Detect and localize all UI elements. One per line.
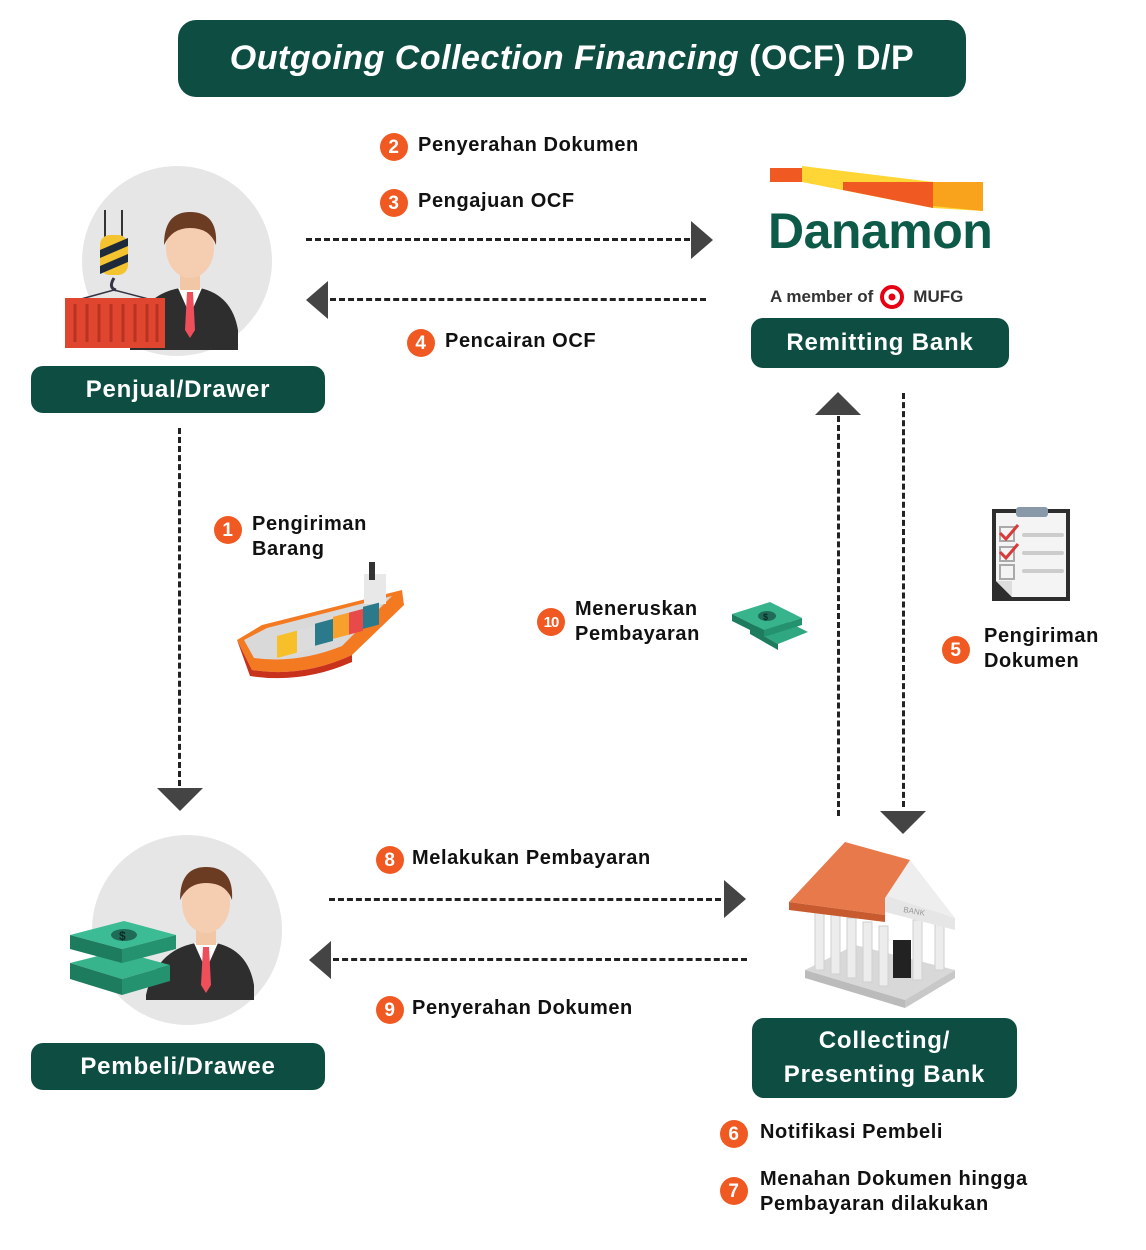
step-10-label-line1: Meneruskan: [575, 598, 698, 620]
step-6: 6 Notifikasi Pembeli: [720, 1120, 943, 1148]
step-1-label-line1: Pengiriman: [252, 513, 367, 535]
step-4: 4 Pencairan OCF: [407, 329, 596, 357]
mufg-logo-icon: [880, 285, 905, 309]
arrow-buyer-to-collecting-line: [329, 898, 721, 901]
step-4-badge: 4: [407, 329, 435, 357]
step-5-label-line2: Dokumen: [984, 650, 1080, 672]
buyer-with-money-icon: $: [70, 867, 254, 1000]
step-8-badge: 8: [376, 846, 404, 874]
title-italic: Outgoing Collection Financing: [229, 39, 740, 77]
arrow-down-head-right: [880, 811, 926, 834]
cargo-ship-icon: [237, 562, 404, 679]
bank-building-icon: BANK: [789, 842, 955, 1008]
step-10-badge: 10: [537, 608, 565, 636]
step-4-label: Pencairan OCF: [445, 330, 597, 352]
step-2-label: Penyerahan Dokumen: [418, 134, 639, 156]
buyer-label: Pembeli/Drawee: [31, 1043, 325, 1090]
step-8: 8 Melakukan Pembayaran: [376, 846, 651, 874]
step-7-label-line2: Pembayaran dilakukan: [760, 1193, 989, 1215]
step-10-label-line2: Pembayaran: [575, 623, 700, 645]
money-stack-icon: $: [732, 602, 808, 650]
step-6-badge: 6: [720, 1120, 748, 1148]
seller-with-container-icon: [65, 210, 238, 350]
member-text: A member of: [770, 287, 874, 306]
arrow-collecting-to-remitting-line: [837, 416, 840, 816]
step-7-badge: 7: [720, 1177, 748, 1205]
step-9-badge: 9: [376, 996, 404, 1024]
arrow-down-head: [157, 788, 203, 811]
step-3-badge: 3: [380, 189, 408, 217]
seller-label: Penjual/Drawer: [31, 366, 325, 413]
arrow-bank-to-seller-line: [330, 298, 706, 301]
checklist-document-icon: [992, 507, 1070, 601]
step-1-badge: 1: [214, 516, 242, 544]
step-9: 9 Penyerahan Dokumen: [376, 996, 633, 1024]
step-7-label-line1: Menahan Dokumen hingga: [760, 1168, 1028, 1190]
arrow-seller-to-buyer-line: [178, 428, 181, 786]
danamon-logo-text: Danamon: [768, 203, 993, 259]
step-6-label: Notifikasi Pembeli: [760, 1121, 944, 1143]
svg-text:BANK: BANK: [903, 905, 927, 918]
arrow-left-head-bottom: [309, 941, 331, 979]
arrow-seller-to-bank-line: [306, 238, 690, 241]
arrow-left-head: [306, 281, 328, 319]
title-rest: (OCF) D/P: [749, 39, 915, 77]
arrow-right-head: [691, 221, 713, 259]
step-5-label-line1: Pengiriman: [984, 625, 1099, 647]
mufg-text: MUFG: [913, 287, 964, 306]
step-2: 2 Penyerahan Dokumen: [380, 133, 639, 161]
collecting-bank-label-line2: Presenting Bank: [783, 1061, 986, 1088]
svg-text:$: $: [119, 929, 126, 943]
svg-text:$: $: [763, 612, 768, 622]
step-8-label: Melakukan Pembayaran: [412, 847, 651, 869]
mufg-membership: A member of MUFG: [770, 285, 963, 309]
danamon-logo-stripes: [770, 166, 983, 211]
step-3: 3 Pengajuan OCF: [380, 189, 575, 217]
step-9-label: Penyerahan Dokumen: [412, 997, 633, 1019]
collecting-bank-label: Collecting/ Presenting Bank: [752, 1018, 1017, 1098]
step-5-badge: 5: [942, 636, 970, 664]
arrow-right-head-bottom: [724, 880, 746, 918]
arrow-up-head: [815, 392, 861, 415]
arrow-collecting-to-buyer-line: [333, 958, 747, 961]
remitting-bank-label: Remitting Bank: [751, 318, 1009, 368]
collecting-bank-label-line1: Collecting/: [818, 1027, 951, 1054]
step-3-label: Pengajuan OCF: [418, 190, 575, 212]
step-2-badge: 2: [380, 133, 408, 161]
step-1-label-line2: Barang: [252, 538, 325, 560]
arrow-remitting-to-collecting-line: [902, 393, 905, 807]
diagram-title: Outgoing Collection Financing (OCF) D/P: [178, 20, 966, 97]
